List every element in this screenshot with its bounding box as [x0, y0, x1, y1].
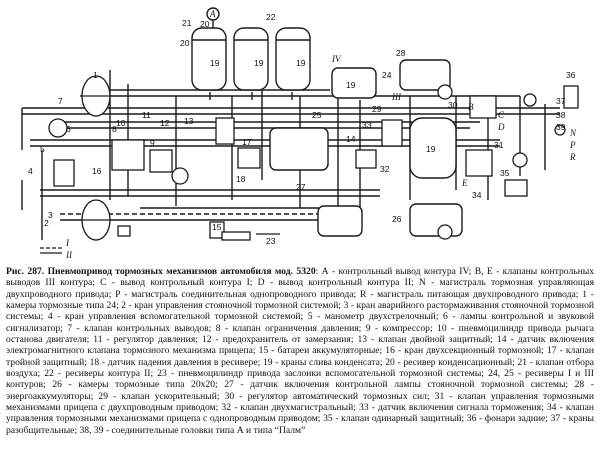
outlet-C: C	[498, 110, 505, 120]
outlet-D: D	[497, 122, 505, 132]
outlet-P: P	[569, 140, 576, 150]
label-16: 16	[92, 166, 102, 176]
label-19a: 19	[210, 58, 220, 68]
label-4: 4	[28, 166, 33, 176]
receiver-group-top	[191, 7, 311, 91]
label-18: 18	[236, 174, 246, 184]
label-11: 11	[142, 110, 151, 120]
label-39: 39	[556, 122, 566, 132]
receiver-20	[191, 27, 227, 91]
label-27: 27	[296, 182, 306, 192]
label-13: 13	[184, 116, 194, 126]
legend-I: I	[65, 238, 70, 248]
receiver-22a	[233, 27, 269, 91]
outlet-III: III	[391, 92, 402, 102]
label-32: 32	[380, 164, 390, 174]
label-19d: 19	[346, 80, 356, 90]
line-legend	[40, 247, 62, 254]
label-7: 7	[58, 96, 63, 106]
outlet-A: A	[209, 9, 216, 19]
outlet-N: N	[569, 128, 577, 138]
label-35: 35	[500, 168, 510, 178]
outlet-IV: IV	[331, 54, 342, 64]
label-1: 1	[93, 70, 98, 80]
label-28: 28	[396, 48, 406, 58]
label-23: 23	[266, 236, 276, 246]
brake-components	[48, 75, 579, 241]
outlet-B: B	[468, 102, 474, 112]
label-33: 33	[362, 120, 372, 130]
label-19b: 19	[254, 58, 264, 68]
label-34: 34	[472, 190, 482, 200]
label-9: 9	[150, 138, 155, 148]
label-2: 2	[44, 218, 49, 228]
label-26: 26	[392, 214, 402, 224]
caption-body: : А - контрольный вывод контура IV; В, Е…	[6, 266, 594, 436]
label-22: 22	[266, 12, 276, 22]
label-19e: 19	[426, 144, 436, 154]
receiver-22b	[275, 27, 311, 91]
part-labels: 1 2 3 4 5 6 7 8 9 10 11 12 13 14 15 16 1…	[28, 12, 576, 246]
label-20b: 20	[200, 19, 210, 29]
label-14: 14	[346, 134, 356, 144]
label-20: 20	[180, 38, 190, 48]
label-3: 3	[48, 210, 53, 220]
label-8: 8	[112, 124, 117, 134]
label-5: 5	[40, 144, 45, 154]
legend-II: II	[65, 250, 73, 260]
label-12: 12	[160, 118, 170, 128]
figure-caption: Рис. 287. Пневмопривод тормозных механиз…	[6, 266, 594, 456]
label-19c: 19	[296, 58, 306, 68]
outlet-R: R	[569, 152, 576, 162]
label-30: 30	[448, 100, 458, 110]
label-36: 36	[566, 70, 576, 80]
label-6: 6	[66, 124, 71, 134]
label-38: 38	[556, 110, 566, 120]
outlet-labels: A B C D E N P R I II III IV	[65, 9, 577, 260]
label-29: 29	[372, 104, 382, 114]
label-10: 10	[116, 118, 126, 128]
label-17: 17	[242, 137, 252, 147]
label-15: 15	[212, 222, 222, 232]
label-25: 25	[312, 110, 322, 120]
pneumatic-brake-diagram: 1 2 3 4 5 6 7 8 9 10 11 12 13 14 15 16 1…	[21, 7, 579, 260]
outlet-E: E	[461, 178, 468, 188]
label-37: 37	[556, 96, 566, 106]
label-31: 31	[494, 140, 504, 150]
caption-title: Рис. 287. Пневмопривод тормозных механиз…	[6, 266, 316, 277]
label-24: 24	[382, 70, 392, 80]
label-21: 21	[182, 18, 192, 28]
